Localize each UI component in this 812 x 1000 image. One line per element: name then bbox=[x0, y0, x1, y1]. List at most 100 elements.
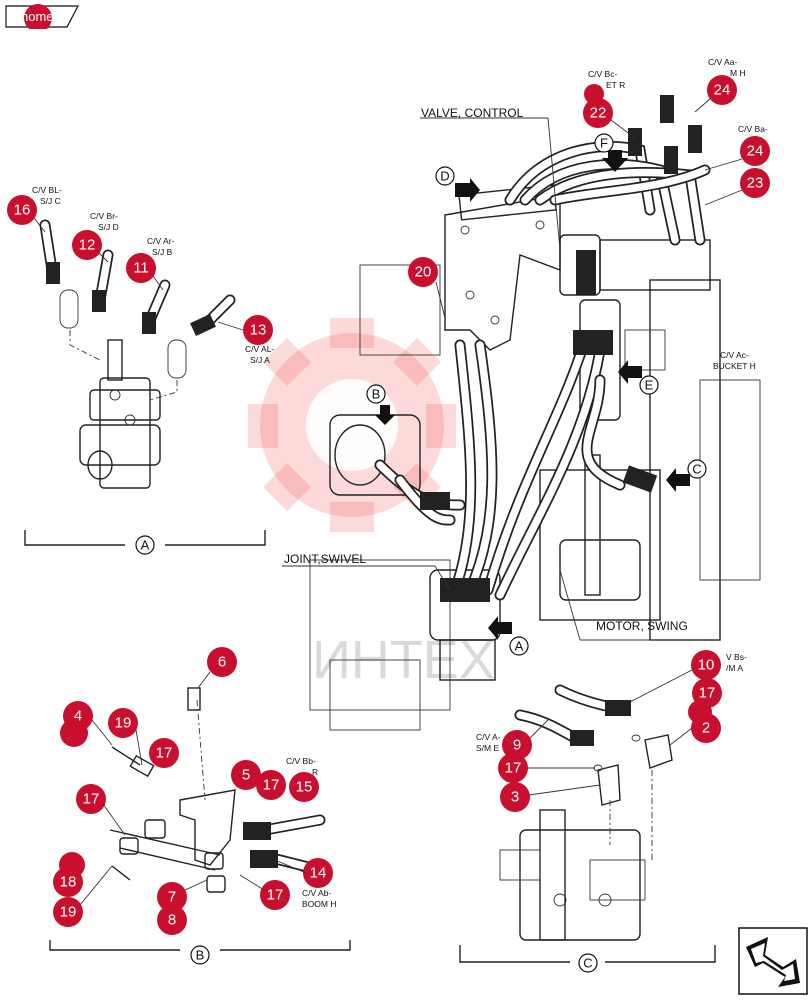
svg-text:C: C bbox=[583, 956, 592, 971]
arrow-d-icon bbox=[455, 178, 480, 202]
label-cv-ac-2: BUCKET H bbox=[713, 361, 756, 371]
callout-15: 15 bbox=[289, 772, 319, 802]
svg-text:17: 17 bbox=[156, 745, 173, 762]
label-cv-bl-1: C/V BL- bbox=[32, 185, 62, 195]
callout-24-top: 24 bbox=[707, 75, 737, 105]
navigate-button[interactable] bbox=[738, 927, 808, 995]
callout-17-b4: 17 bbox=[260, 880, 290, 910]
callout-6: 6 bbox=[207, 647, 237, 677]
svg-text:10: 10 bbox=[698, 657, 715, 674]
label-cv-bc-2: ET R bbox=[606, 80, 625, 90]
svg-text:17: 17 bbox=[505, 760, 522, 777]
svg-text:22: 22 bbox=[590, 105, 607, 122]
svg-text:A: A bbox=[141, 538, 150, 553]
callout-19-bottom: 19 bbox=[53, 897, 83, 927]
callout-2: 2 bbox=[691, 713, 721, 743]
svg-text:9: 9 bbox=[513, 737, 521, 754]
callout-17-b1: 17 bbox=[149, 738, 179, 768]
label-motor-swing: MOTOR, SWING bbox=[596, 619, 688, 633]
detail-c bbox=[459, 684, 716, 963]
svg-text:2: 2 bbox=[702, 720, 710, 737]
svg-text:16: 16 bbox=[14, 202, 31, 219]
svg-text:3: 3 bbox=[511, 789, 519, 806]
label-cv-aa-2: M H bbox=[730, 68, 746, 78]
label-cv-al-2: S/J A bbox=[250, 355, 270, 365]
svg-text:20: 20 bbox=[415, 264, 432, 281]
view-letter-f: F bbox=[594, 133, 614, 153]
svg-text:4: 4 bbox=[74, 708, 82, 725]
label-cv-br-2: S/J D bbox=[98, 222, 119, 232]
label-cv-ab-1: C/V Ab- bbox=[302, 888, 331, 898]
label-valve-control: VALVE, CONTROL bbox=[421, 106, 524, 120]
label-cv-aa-1: C/V Aa- bbox=[708, 57, 737, 67]
svg-text:17: 17 bbox=[699, 685, 716, 702]
svg-text:8: 8 bbox=[168, 912, 176, 929]
label-cv-bs-2: /M A bbox=[726, 663, 743, 673]
svg-text:F: F bbox=[600, 136, 608, 151]
label-cv-bl-2: S/J C bbox=[40, 196, 61, 206]
callout-16: 16 bbox=[7, 195, 37, 225]
svg-text:C: C bbox=[692, 462, 701, 477]
svg-text:13: 13 bbox=[250, 322, 267, 339]
callout-8: 8 bbox=[157, 905, 187, 935]
callout-17-c2: 17 bbox=[498, 753, 528, 783]
callout-5: 5 bbox=[231, 760, 261, 790]
svg-text:18: 18 bbox=[60, 874, 77, 891]
view-arrows bbox=[375, 150, 690, 640]
label-cv-ab-2: BOOM H bbox=[302, 899, 336, 909]
callout-10: 10 bbox=[691, 650, 721, 680]
label-cv-ac-1: C/V Ac- bbox=[720, 350, 749, 360]
svg-text:D: D bbox=[440, 169, 449, 184]
callout-4: 4 bbox=[63, 701, 93, 731]
svg-text:B: B bbox=[372, 387, 381, 402]
callout-22: 22 bbox=[583, 98, 613, 128]
label-joint-swivel: JOINT,SWIVEL bbox=[284, 552, 366, 566]
svg-text:19: 19 bbox=[115, 715, 132, 732]
arrow-e-icon bbox=[618, 360, 642, 384]
navigate-arrow-icon bbox=[738, 927, 808, 995]
svg-text:14: 14 bbox=[310, 865, 327, 882]
leader-lines bbox=[33, 97, 743, 906]
label-cv-as-1: C/V A- bbox=[476, 732, 501, 742]
label-cv-ar-2: S/J B bbox=[152, 247, 173, 257]
home-button-icon bbox=[5, 4, 79, 32]
svg-text:19: 19 bbox=[60, 904, 77, 921]
label-cv-bb-2: R bbox=[312, 767, 318, 777]
svg-text:24: 24 bbox=[747, 143, 764, 160]
svg-text:5: 5 bbox=[242, 767, 250, 784]
callout-13: 13 bbox=[243, 315, 273, 345]
callout-17-b3: 17 bbox=[76, 784, 106, 814]
view-letter-e: E bbox=[639, 375, 659, 395]
svg-text:11: 11 bbox=[133, 260, 149, 277]
svg-text:17: 17 bbox=[267, 887, 284, 904]
svg-text:7: 7 bbox=[168, 889, 176, 906]
label-cv-bs-1: V Bs- bbox=[726, 652, 747, 662]
view-letter-d: D bbox=[435, 166, 455, 186]
callout-7: 7 bbox=[157, 882, 187, 912]
svg-text:A: A bbox=[515, 639, 524, 654]
callout-14: 14 bbox=[303, 858, 333, 888]
label-cv-as-2: S/M E bbox=[476, 743, 499, 753]
callout-11: 11 bbox=[126, 253, 156, 283]
callout-12: 12 bbox=[72, 230, 102, 260]
callout-17-c1: 17 bbox=[692, 678, 722, 708]
arrow-f-icon bbox=[602, 150, 628, 172]
callout-24: 24 bbox=[740, 136, 770, 166]
callout-9: 9 bbox=[502, 730, 532, 760]
svg-text:12: 12 bbox=[79, 237, 96, 254]
svg-text:B: B bbox=[196, 948, 205, 963]
home-label: home bbox=[21, 9, 54, 24]
arrow-b-icon bbox=[375, 405, 395, 425]
main-assembly bbox=[282, 95, 761, 731]
detail-a bbox=[24, 219, 266, 546]
label-cv-ba-1: C/V Ba- bbox=[738, 124, 768, 134]
home-button[interactable]: home bbox=[5, 4, 79, 32]
view-letter-c-main: C bbox=[687, 459, 707, 479]
callout-17-b2: 17 bbox=[256, 770, 286, 800]
callout-18: 18 bbox=[53, 867, 83, 897]
view-letter-b-main: B bbox=[366, 384, 386, 404]
label-cv-ar-1: C/V Ar- bbox=[147, 236, 175, 246]
arrow-c-icon bbox=[666, 468, 690, 492]
view-letter-a-main: A bbox=[509, 636, 529, 656]
